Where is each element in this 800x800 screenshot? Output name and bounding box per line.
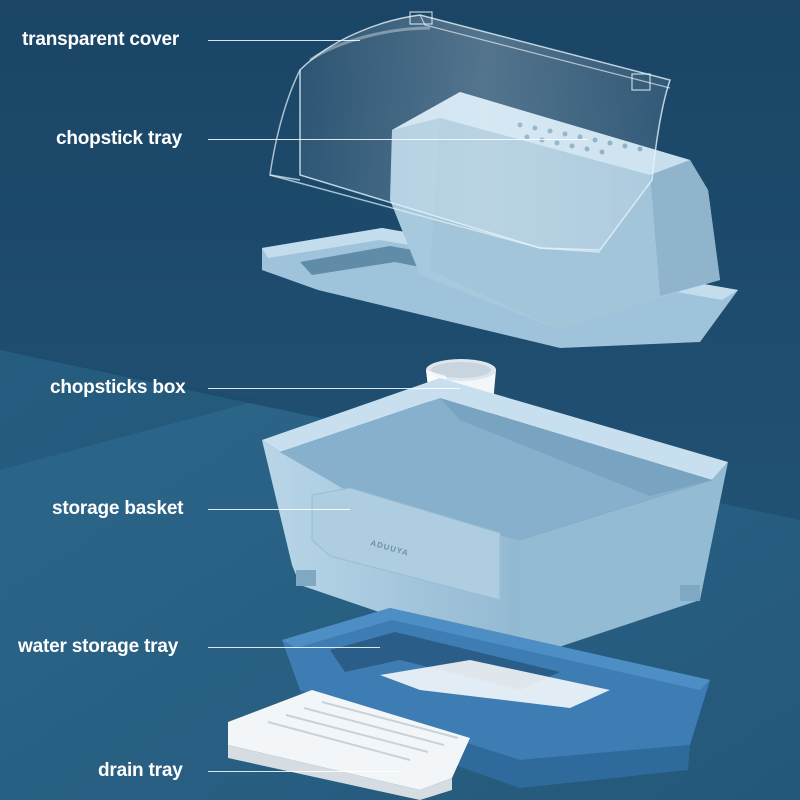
callout-line-water-storage-tray bbox=[208, 647, 380, 648]
callout-line-transparent-cover bbox=[208, 40, 360, 41]
label-chopstick-tray: chopstick tray bbox=[56, 128, 183, 149]
label-transparent-cover: transparent cover bbox=[22, 29, 180, 50]
callout-line-chopsticks-box bbox=[208, 388, 460, 389]
label-storage-basket: storage basket bbox=[52, 498, 184, 519]
label-chopsticks-box: chopsticks box bbox=[50, 377, 186, 398]
callout-line-storage-basket bbox=[208, 509, 350, 510]
callout-line-drain-tray bbox=[208, 771, 400, 772]
callout-line-chopstick-tray bbox=[208, 139, 588, 140]
floor-shadow bbox=[0, 350, 260, 470]
drain-tray-shape bbox=[228, 690, 470, 800]
storage-basket-shape bbox=[262, 378, 728, 660]
label-drain-tray: drain tray bbox=[98, 760, 183, 781]
water-storage-tray-shape bbox=[282, 608, 710, 788]
label-water-storage-tray: water storage tray bbox=[18, 636, 179, 657]
transparent-cover-shape bbox=[269, 11, 671, 253]
